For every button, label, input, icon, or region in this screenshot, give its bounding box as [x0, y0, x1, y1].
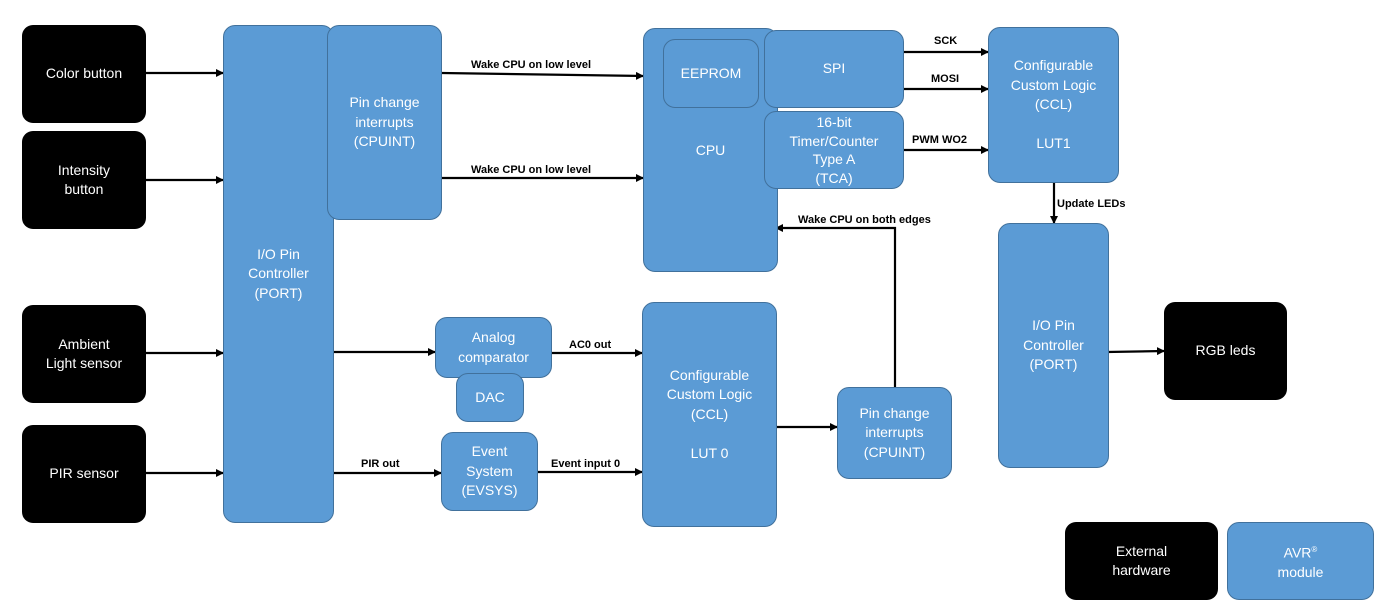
rgb-leds-block: RGB leds [1164, 302, 1287, 400]
legend-avr-module-title: AVR® [1283, 544, 1318, 561]
color-button-block: Color button [22, 25, 146, 123]
io-pin-controller-output: I/O Pin Controller (PORT) [998, 223, 1109, 468]
label-event-input-0: Event input 0 [551, 458, 621, 470]
ambient-light-sensor-block: Ambient Light sensor [22, 305, 146, 403]
event-system-block: Event System (EVSYS) [441, 432, 538, 511]
dac-block: DAC [456, 373, 524, 422]
arrow-rgb-leds [1106, 347, 1165, 356]
label-wake-low-2: Wake CPU on low level [471, 164, 592, 176]
io-pin-controller-input: I/O Pin Controller (PORT) [223, 25, 334, 523]
label-pwm-wo2: PWM WO2 [912, 134, 967, 146]
arrow-wake-both-edges [775, 224, 897, 387]
label-update-leds: Update LEDs [1057, 198, 1126, 210]
registered-mark: ® [1311, 544, 1318, 554]
tca-block: 16-bit Timer/Counter Type A (TCA) [764, 111, 904, 189]
intensity-button-block: Intensity button [22, 131, 146, 229]
arrow-wake-low-1 [441, 71, 644, 80]
pin-change-interrupts-block-2: Pin change interrupts (CPUINT) [837, 387, 952, 479]
legend-external-hardware: External hardware [1065, 522, 1218, 600]
pir-sensor-block: PIR sensor [22, 425, 146, 523]
eeprom-block: EEPROM [663, 39, 759, 108]
pin-change-interrupts-block-1: Pin change interrupts (CPUINT) [327, 25, 442, 220]
label-wake-low-1: Wake CPU on low level [471, 59, 592, 71]
ccl-lut0-block: Configurable Custom Logic (CCL) LUT 0 [642, 302, 777, 527]
legend-avr-module-suffix: module [1277, 563, 1324, 580]
spi-block: SPI [764, 30, 904, 108]
label-ac0-out: AC0 out [569, 339, 612, 351]
analog-comparator-block: Analog comparator [435, 317, 552, 378]
label-pir-out: PIR out [361, 458, 400, 470]
label-sck: SCK [934, 35, 958, 47]
legend-avr-module: AVR® module [1227, 522, 1374, 600]
label-wake-both-edges: Wake CPU on both edges [798, 214, 931, 226]
label-mosi: MOSI [931, 73, 960, 85]
ccl-lut1-block: Configurable Custom Logic (CCL) LUT1 [988, 27, 1119, 183]
